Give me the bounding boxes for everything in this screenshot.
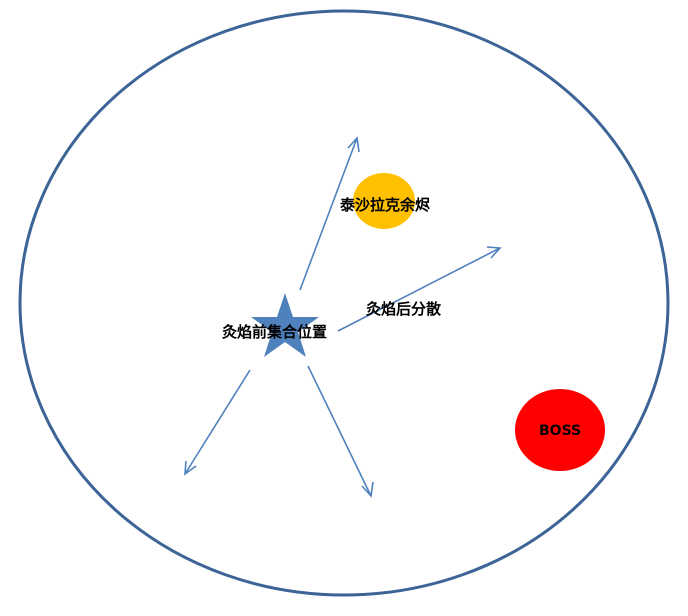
arrow-up-head xyxy=(347,136,360,153)
arrow-right xyxy=(337,247,501,332)
arrow-right-head xyxy=(486,246,502,259)
arrow-down-right-head xyxy=(361,481,374,498)
arrow-up xyxy=(299,137,358,291)
arrow-down-left xyxy=(184,369,251,475)
scatter-label: 灸焰后分散 xyxy=(366,300,442,318)
ember-label: 泰沙拉克余烬 xyxy=(339,196,431,214)
gather-label: 灸焰前集合位置 xyxy=(222,323,327,341)
arena-circle xyxy=(18,9,670,597)
arrow-down-right xyxy=(307,365,372,497)
star-icon xyxy=(251,293,319,357)
arrow-down-left-head xyxy=(184,460,197,476)
ember-marker xyxy=(353,173,415,229)
boss-marker xyxy=(515,389,605,471)
boss-label: BOSS xyxy=(539,423,581,439)
scatter-arrows xyxy=(184,136,502,498)
